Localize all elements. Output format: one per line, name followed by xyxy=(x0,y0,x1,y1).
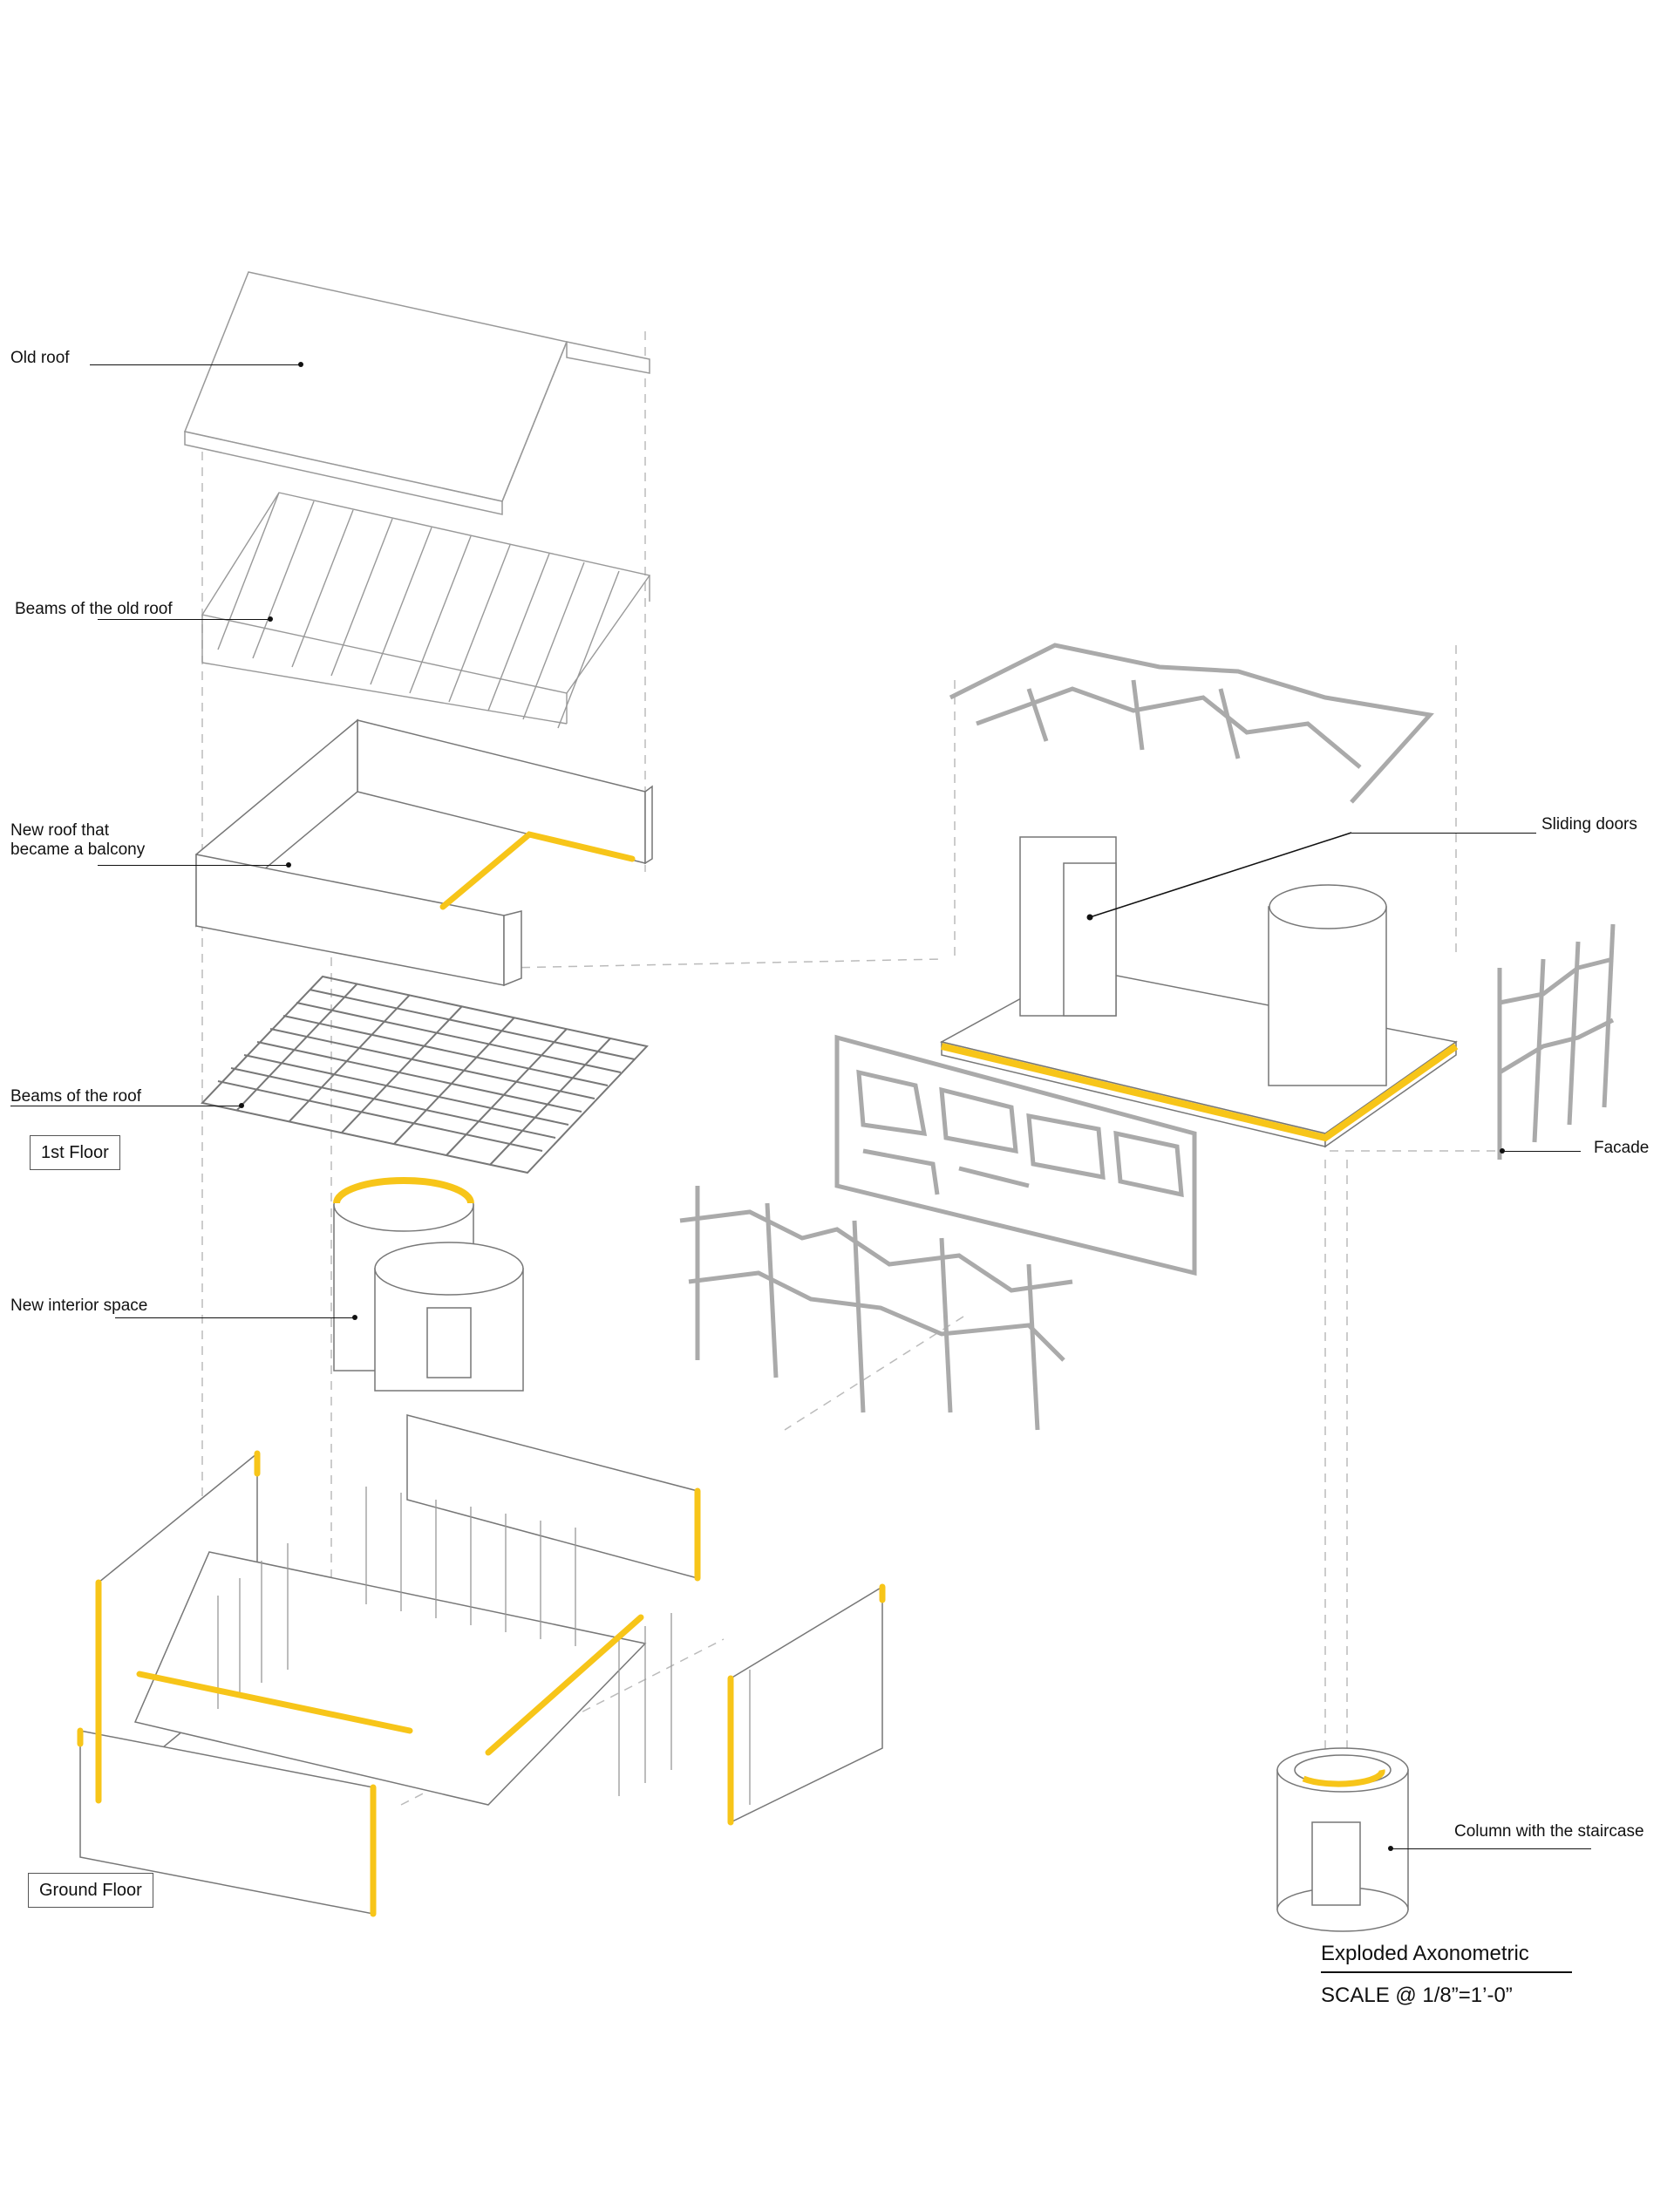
staircase-column-accent xyxy=(1302,1769,1385,1787)
drawing-title: Exploded Axonometric xyxy=(1321,1942,1529,1965)
label-balcony: New roof that became a balcony xyxy=(10,821,146,859)
balcony-box xyxy=(195,718,653,987)
leader-old-roof-beams xyxy=(98,619,270,620)
old-roof-slab xyxy=(183,271,650,515)
leader-dot-balcony xyxy=(286,862,291,868)
ground-floor-accent-edges xyxy=(77,1450,886,1917)
leader-dot-column-staircase xyxy=(1388,1846,1393,1851)
facade-lower-panel xyxy=(679,1186,1073,1431)
staircase-column xyxy=(1276,1747,1409,1932)
leader-dot-interior-space xyxy=(352,1315,357,1320)
label-column-staircase: Column with the staircase xyxy=(1454,1822,1644,1841)
leader-column-staircase xyxy=(1391,1848,1591,1849)
label-old-roof-beams: Beams of the old roof xyxy=(15,600,173,618)
leader-facade xyxy=(1504,1151,1581,1152)
leader-dot-facade xyxy=(1500,1148,1505,1154)
facade-top-panel xyxy=(949,643,1434,804)
leader-dot-old-roof xyxy=(298,362,303,367)
label-roof-beams: Beams of the roof xyxy=(10,1087,141,1106)
leader-balcony xyxy=(98,865,289,866)
roof-beam-grid xyxy=(201,975,649,1174)
label-old-roof: Old roof xyxy=(10,349,70,367)
label-facade: Facade xyxy=(1594,1139,1650,1157)
old-roof-truss xyxy=(201,492,651,729)
title-rule xyxy=(1321,1971,1572,1973)
balcony-accent-edge xyxy=(439,831,636,910)
label-interior-space: New interior space xyxy=(10,1297,148,1315)
drawing-scale: SCALE @ 1/8”=1’-0” xyxy=(1321,1984,1513,2007)
leader-sliding-doors-diagonal xyxy=(1086,832,1352,921)
leader-old-roof xyxy=(90,364,302,365)
facade-middle-panel xyxy=(834,1034,1197,1276)
label-sliding-doors: Sliding doors xyxy=(1541,815,1637,834)
facade-side-panel xyxy=(1497,923,1616,1160)
leader-dot-old-roof-beams xyxy=(268,616,273,622)
leader-dot-roof-beams xyxy=(239,1103,244,1108)
ground-floor-studs xyxy=(217,1487,751,1805)
interior-pod-accent xyxy=(333,1177,474,1204)
first-floor-tag: 1st Floor xyxy=(30,1135,120,1170)
leader-interior-space xyxy=(115,1317,355,1318)
sliding-doors-accent xyxy=(941,1043,1459,1142)
ground-floor-tag: Ground Floor xyxy=(28,1873,153,1908)
leader-sliding-doors xyxy=(1351,833,1536,834)
interior-pods xyxy=(333,1178,524,1392)
ground-floor-walls xyxy=(79,1414,883,1915)
